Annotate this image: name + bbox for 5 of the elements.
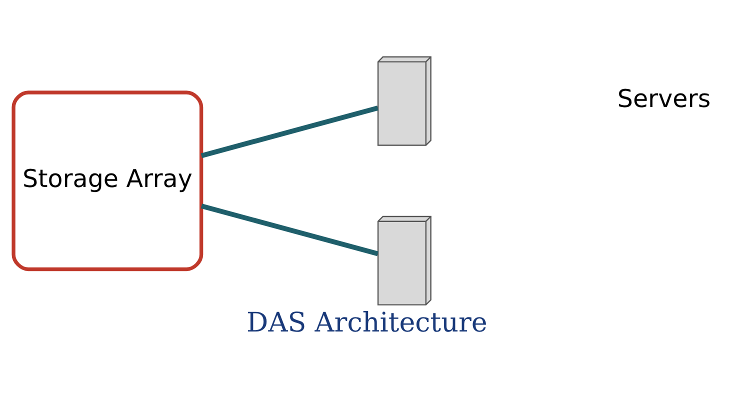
caption: DAS Architecture [246, 306, 488, 338]
node-box: Storage Array [12, 90, 204, 271]
connector [200, 105, 378, 158]
connector [200, 203, 378, 256]
label: Servers [617, 84, 711, 113]
